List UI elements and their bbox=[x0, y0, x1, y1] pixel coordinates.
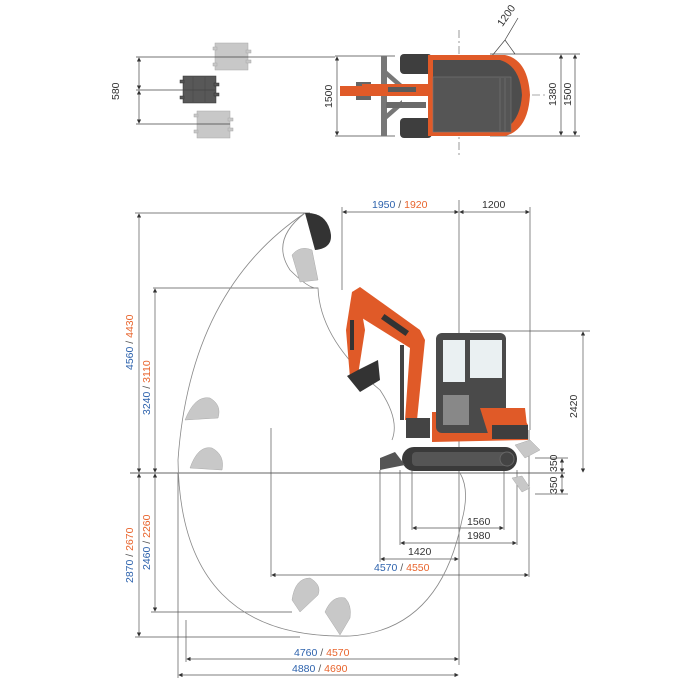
bucket-icon-ghost-upper bbox=[212, 42, 252, 71]
blade-lift-label: 350 bbox=[548, 454, 560, 472]
rear-overhang-label: 1200 bbox=[482, 199, 506, 211]
bucket-icon-ghost bbox=[184, 248, 541, 636]
max-dig-reach-ground-label: 4760 / 4570 bbox=[294, 647, 350, 659]
max-height-label: 4560 / 4430 bbox=[124, 314, 136, 370]
max-dig-depth-label: 2870 / 2670 bbox=[124, 527, 136, 583]
blade-distance-label: 1420 bbox=[408, 546, 432, 558]
track-length-label: 1980 bbox=[467, 530, 491, 542]
blade-drop-label: 350 bbox=[548, 476, 560, 494]
upper-width-label: 1380 bbox=[547, 82, 559, 106]
front-width-label: 1500 bbox=[323, 84, 335, 108]
max-dig-reach-label: 4880 / 4690 bbox=[292, 663, 348, 675]
bucket-icon-dark bbox=[179, 75, 220, 104]
excavator-side-view bbox=[346, 287, 528, 471]
excavator-top-view bbox=[340, 54, 530, 138]
value-b: 1920 bbox=[404, 199, 428, 211]
bucket-icon-ghost-lower bbox=[193, 110, 234, 139]
track-contact-length-label: 1560 bbox=[467, 516, 491, 528]
vertical-wall-depth-label: 2460 / 2260 bbox=[141, 514, 153, 570]
bucket-offset-label: 580 bbox=[110, 82, 122, 100]
boom-offset-label: 1950 / 1920 bbox=[372, 199, 428, 211]
track-width-label: 1500 bbox=[562, 82, 574, 106]
max-dump-height-label: 3240 / 3110 bbox=[141, 360, 153, 415]
cab-height-label: 2420 bbox=[568, 394, 580, 418]
side-view bbox=[130, 200, 590, 678]
min-swing-radius-label: 4570 / 4550 bbox=[374, 562, 430, 574]
bucket-icon-dark-top bbox=[305, 212, 331, 250]
top-view bbox=[136, 17, 580, 155]
value-a: 1950 bbox=[372, 199, 396, 211]
